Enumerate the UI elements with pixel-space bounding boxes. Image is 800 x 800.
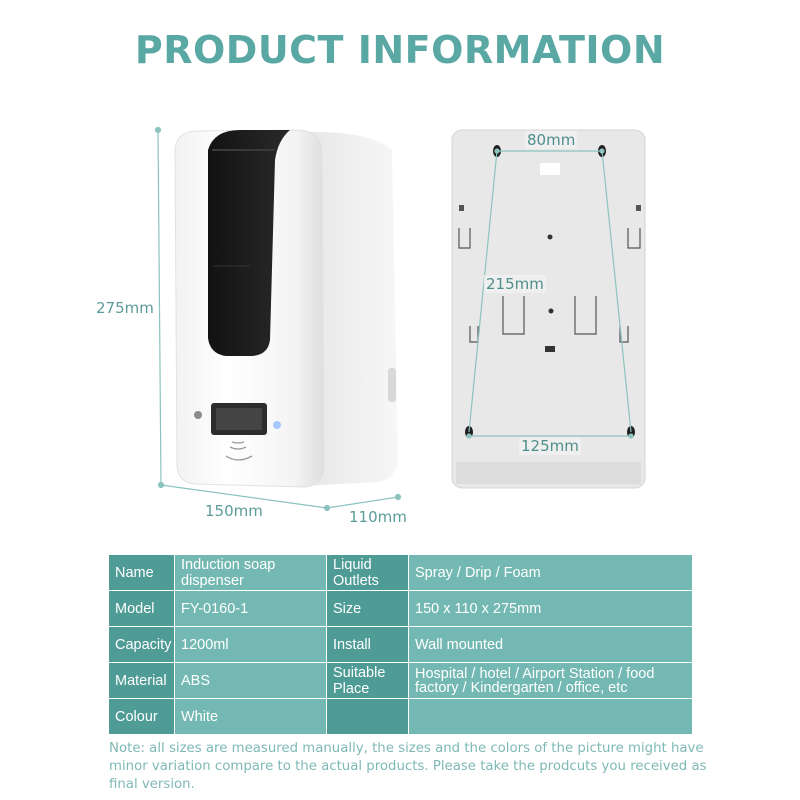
depth-dimension-label: 110mm: [349, 508, 407, 526]
spec-value: White: [174, 698, 327, 735]
spec-value: Hospital / hotel / Airport Station / foo…: [408, 662, 693, 699]
spec-value: [408, 698, 693, 735]
spec-label: [326, 698, 409, 735]
spec-value: FY-0160-1: [174, 590, 327, 627]
spec-row: Capacity 1200ml Install Wall mounted: [108, 626, 693, 663]
spec-label: Liquid Outlets: [326, 554, 409, 591]
back-bottom-dimension-label: 125mm: [519, 437, 581, 455]
front-dimension-lines: [154, 126, 402, 512]
spec-row: Material ABS Suitable Place Hospital / h…: [108, 662, 693, 699]
product-illustration: [154, 126, 646, 512]
spec-value: 1200ml: [174, 626, 327, 663]
height-dimension-label: 275mm: [96, 299, 154, 317]
spec-table: Name Induction soap dispenser Liquid Out…: [108, 554, 693, 735]
dispenser-front-view: [174, 129, 398, 488]
spec-row: Name Induction soap dispenser Liquid Out…: [108, 554, 693, 591]
spec-label: Colour: [108, 698, 175, 735]
spec-label: Capacity: [108, 626, 175, 663]
spec-value: Spray / Drip / Foam: [408, 554, 693, 591]
disclaimer-note: Note: all sizes are measured manually, t…: [109, 741, 707, 792]
spec-value: ABS: [174, 662, 327, 699]
spec-value: Wall mounted: [408, 626, 693, 663]
width-dimension-label: 150mm: [205, 502, 263, 520]
spec-label: Model: [108, 590, 175, 627]
spec-label: Suitable Place: [326, 662, 409, 699]
spec-value: 150 x 110 x 275mm: [408, 590, 693, 627]
spec-label: Material: [108, 662, 175, 699]
spec-label: Size: [326, 590, 409, 627]
page-title: PRODUCT INFORMATION: [134, 28, 666, 72]
spec-label: Name: [108, 554, 175, 591]
spec-row: Colour White: [108, 698, 693, 735]
spec-value: Induction soap dispenser: [174, 554, 327, 591]
back-top-dimension-label: 80mm: [525, 131, 578, 149]
dispenser-back-view: [451, 129, 646, 489]
back-middle-dimension-label: 215mm: [484, 275, 546, 293]
back-dimension-lines: [466, 148, 634, 439]
spec-row: Model FY-0160-1 Size 150 x 110 x 275mm: [108, 590, 693, 627]
spec-label: Install: [326, 626, 409, 663]
